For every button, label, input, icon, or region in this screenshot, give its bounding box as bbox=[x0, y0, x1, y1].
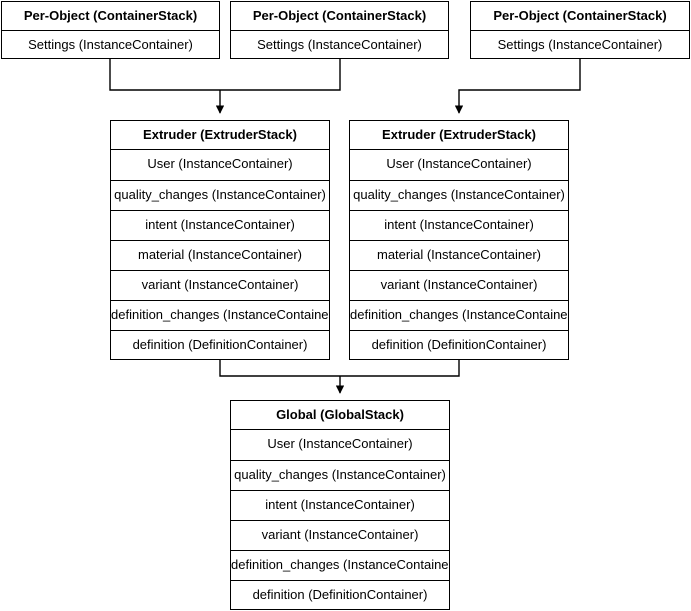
connector-per-object-1-to-extruder-1 bbox=[109, 59, 220, 91]
node-global[interactable]: Global (GlobalStack) User (InstanceConta… bbox=[230, 400, 450, 610]
node-row: User (InstanceContainer) bbox=[267, 436, 413, 451]
node-row: definition (DefinitionContainer) bbox=[111, 330, 329, 360]
connector-extruder-1-to-global bbox=[219, 360, 340, 377]
node-row: intent (InstanceContainer) bbox=[350, 210, 568, 240]
node-row: definition (DefinitionContainer) bbox=[350, 330, 568, 360]
node-header: Extruder (ExtruderStack) bbox=[350, 121, 568, 150]
node-per-object-3[interactable]: Per-Object (ContainerStack) Settings (In… bbox=[470, 1, 690, 59]
node-per-object-1[interactable]: Per-Object (ContainerStack) Settings (In… bbox=[1, 1, 220, 59]
node-row: User (InstanceContainer) bbox=[147, 156, 293, 171]
node-row: definition_changes (InstanceContainer) bbox=[111, 300, 329, 330]
node-header: Per-Object (ContainerStack) bbox=[231, 2, 448, 31]
connector-per-object-3-to-extruder-2 bbox=[454, 59, 581, 114]
node-row: Settings (InstanceContainer) bbox=[28, 37, 193, 52]
node-row: intent (InstanceContainer) bbox=[111, 210, 329, 240]
node-header: Per-Object (ContainerStack) bbox=[2, 2, 219, 31]
node-row: Settings (InstanceContainer) bbox=[257, 37, 422, 52]
node-row: definition_changes (InstanceContainer) bbox=[350, 300, 568, 330]
node-row: material (InstanceContainer) bbox=[350, 240, 568, 270]
node-header: Per-Object (ContainerStack) bbox=[471, 2, 689, 31]
node-row: variant (InstanceContainer) bbox=[350, 270, 568, 300]
node-row: definition_changes (InstanceContainer) bbox=[231, 550, 449, 580]
node-row: definition (DefinitionContainer) bbox=[231, 580, 449, 610]
node-row: variant (InstanceContainer) bbox=[231, 520, 449, 550]
node-row: User (InstanceContainer) bbox=[386, 156, 532, 171]
node-row: quality_changes (InstanceContainer) bbox=[231, 460, 449, 490]
node-per-object-2[interactable]: Per-Object (ContainerStack) Settings (In… bbox=[230, 1, 449, 59]
node-row: intent (InstanceContainer) bbox=[231, 490, 449, 520]
node-extruder-1[interactable]: Extruder (ExtruderStack) User (InstanceC… bbox=[110, 120, 330, 360]
node-row: variant (InstanceContainer) bbox=[111, 270, 329, 300]
node-header: Extruder (ExtruderStack) bbox=[111, 121, 329, 150]
connector-per-object-2-to-extruder-1 bbox=[220, 59, 341, 91]
node-row: material (InstanceContainer) bbox=[111, 240, 329, 270]
node-row: Settings (InstanceContainer) bbox=[497, 37, 663, 52]
node-row: quality_changes (InstanceContainer) bbox=[350, 180, 568, 210]
node-row: quality_changes (InstanceContainer) bbox=[111, 180, 329, 210]
node-extruder-2[interactable]: Extruder (ExtruderStack) User (InstanceC… bbox=[349, 120, 569, 360]
connector-extruder-2-to-global bbox=[340, 360, 460, 377]
node-header: Global (GlobalStack) bbox=[231, 401, 449, 430]
